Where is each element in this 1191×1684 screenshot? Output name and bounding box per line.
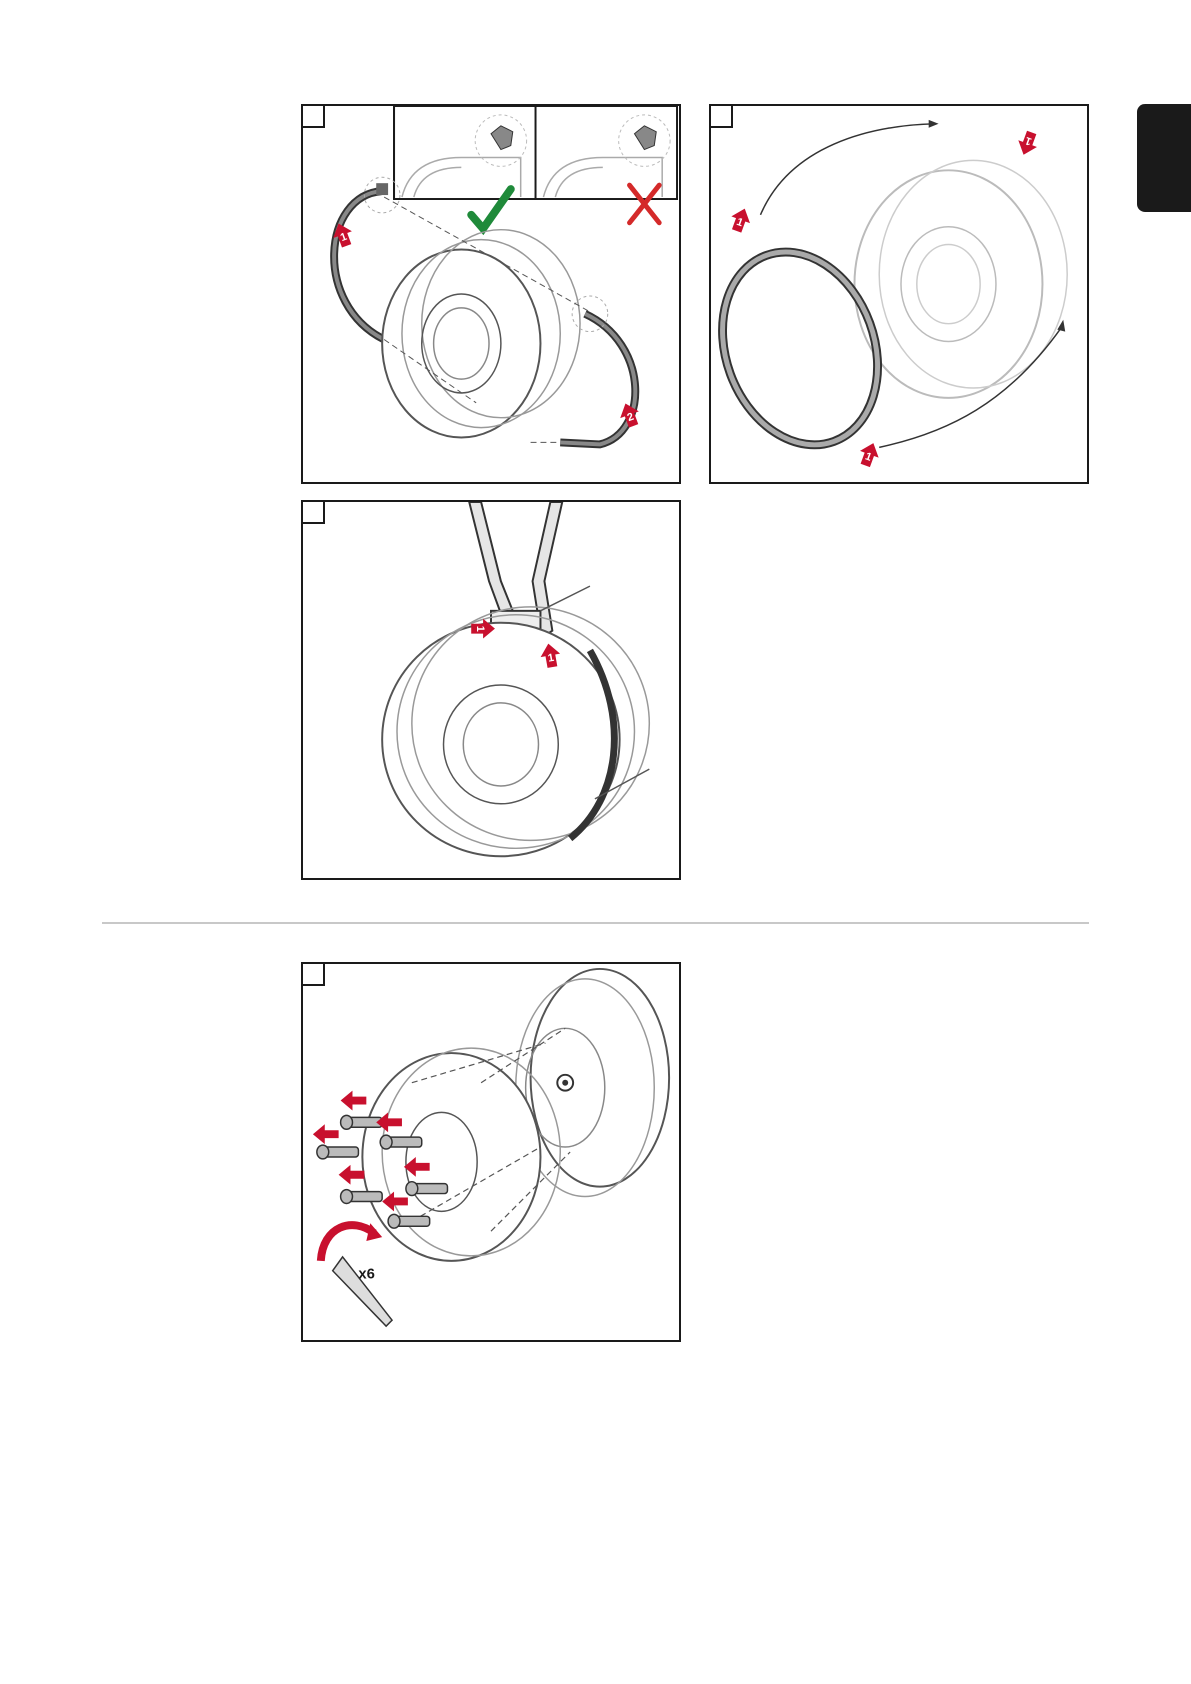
illustration-crimp-pliers: 1 1 [303,502,679,878]
illustration-fit-band: 1 1 1 [711,106,1087,482]
step-checkbox [303,502,325,524]
step-checkbox [303,106,325,128]
red-arrow-1: 1 [856,440,883,469]
figure-panel-2: 1 1 1 [709,104,1089,484]
svg-text:1: 1 [474,626,486,632]
red-arrow-2: 2 [616,400,643,429]
figure-panel-1: 1 2 [301,104,681,484]
illustration-fasten-screws: x6 [303,964,679,1340]
screw-count-label: x6 [358,1267,375,1283]
illustration-remove-rings: 1 2 [303,106,679,482]
figure-panel-3: 1 1 [301,500,681,880]
rotate-arrow-icon [321,1225,374,1261]
red-arrow-1: 1 [1014,129,1041,158]
red-arrow-1: 1 [727,205,754,234]
section-tab [1137,104,1191,212]
figure-panel-4: x6 [301,962,681,1342]
step-checkbox [303,964,325,986]
section-divider [102,922,1089,924]
step-checkbox [711,106,733,128]
